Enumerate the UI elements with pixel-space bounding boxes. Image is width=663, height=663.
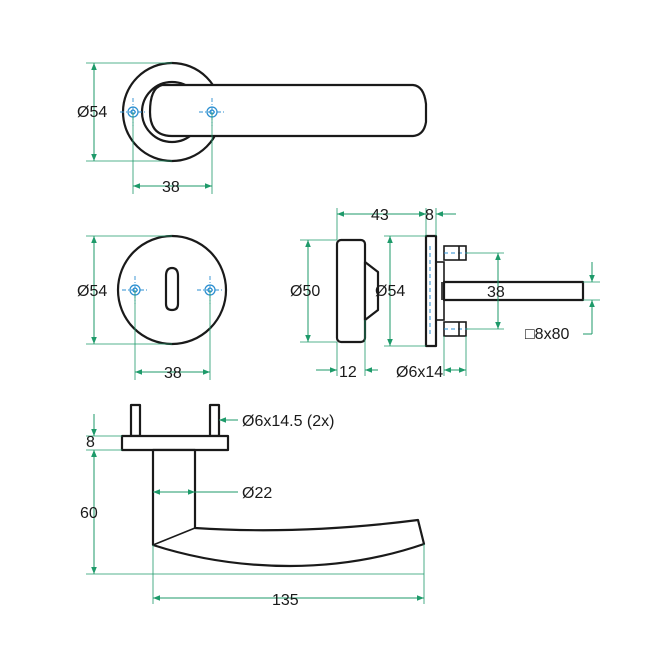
dim-handle-rose-diameter-label: Ø50 <box>290 283 320 300</box>
dim-pins-label: Ø6x14.5 (2x) <box>242 413 334 430</box>
side-view: 43 8 Ø50 Ø54 38 □8x80 12 Ø6 <box>290 207 600 381</box>
pin-bottom <box>443 321 468 337</box>
dim-keyhole-diameter-label: Ø54 <box>77 283 107 300</box>
dim-height-label: 60 <box>80 505 98 522</box>
dim-screw-label: Ø6x14 <box>396 364 443 381</box>
dim-spindle-label: □8x80 <box>525 326 569 343</box>
dim-hole-spacing-label: 38 <box>162 179 180 196</box>
dim-neck-diameter-label: Ø22 <box>242 485 272 502</box>
dim-pin-spacing-label: 38 <box>487 284 505 301</box>
pin-top <box>443 245 468 261</box>
dim-plate-label: 8 <box>86 434 95 451</box>
lever-handle-profile <box>151 448 426 568</box>
dim-neck-label: 12 <box>339 364 357 381</box>
lever-handle-top <box>148 83 428 138</box>
handle-profile-view: Ø6x14.5 (2x) 8 Ø22 60 135 <box>80 403 426 609</box>
keyhole-slot <box>164 266 180 312</box>
dim-thickness-label: 8 <box>425 207 434 224</box>
dim-rose-diameter-label: Ø54 <box>77 104 107 121</box>
rose-plate-side <box>424 234 438 348</box>
dim-length-label: 135 <box>272 592 299 609</box>
pin-left-profile <box>129 403 142 438</box>
rose-top-view: Ø54 38 <box>77 61 428 196</box>
dim-keyhole-spacing-label: 38 <box>164 365 182 382</box>
base-plate-profile <box>120 434 230 452</box>
pin-right-profile <box>208 403 221 438</box>
handle-bend-edge <box>152 527 196 546</box>
dim-depth-label: 43 <box>371 207 389 224</box>
keyhole-rose-view: Ø54 38 <box>77 234 228 382</box>
handle-neck-side <box>363 260 380 322</box>
dim-side-rose-diameter-label: Ø54 <box>375 283 405 300</box>
handle-rose-side <box>335 238 367 344</box>
spindle-bar <box>442 280 585 302</box>
